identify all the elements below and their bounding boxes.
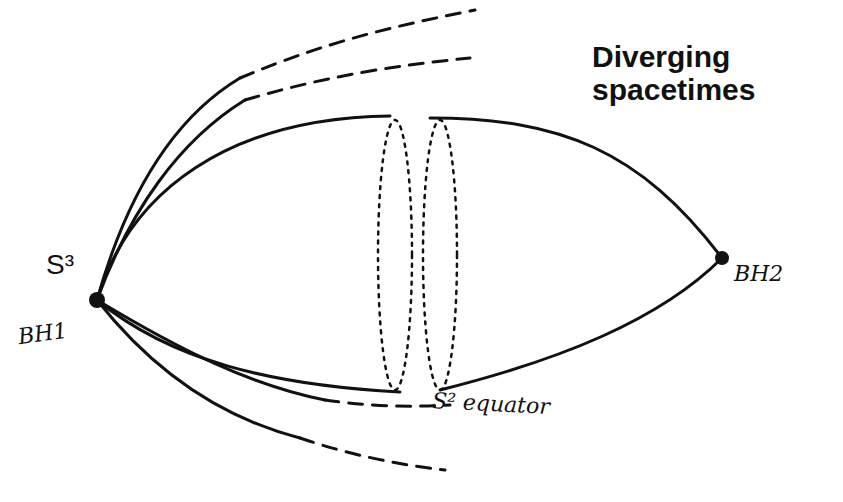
diagram-title: Diverging spacetimes (592, 40, 782, 106)
s2-section (423, 120, 457, 390)
black-hole-dot (715, 251, 729, 265)
diverging-line (97, 300, 325, 400)
diverging-line (97, 100, 245, 300)
sphere-label: S³ (46, 250, 74, 281)
s2-section (378, 120, 412, 390)
black-hole-label: BH2 (734, 262, 783, 286)
black-hole-label: BH1 (17, 319, 69, 350)
diverging-line (97, 300, 300, 438)
equator-label: S² equator (431, 389, 550, 419)
diverging-dashed (245, 58, 470, 100)
diverging-dashed (325, 400, 450, 406)
lower-curve-right (440, 258, 722, 390)
diverging-dashed (300, 438, 445, 470)
diverging-line (97, 78, 240, 300)
black-hole-dot (89, 292, 105, 308)
diverging-dashed (240, 10, 475, 78)
upper-curve-right (430, 118, 722, 258)
